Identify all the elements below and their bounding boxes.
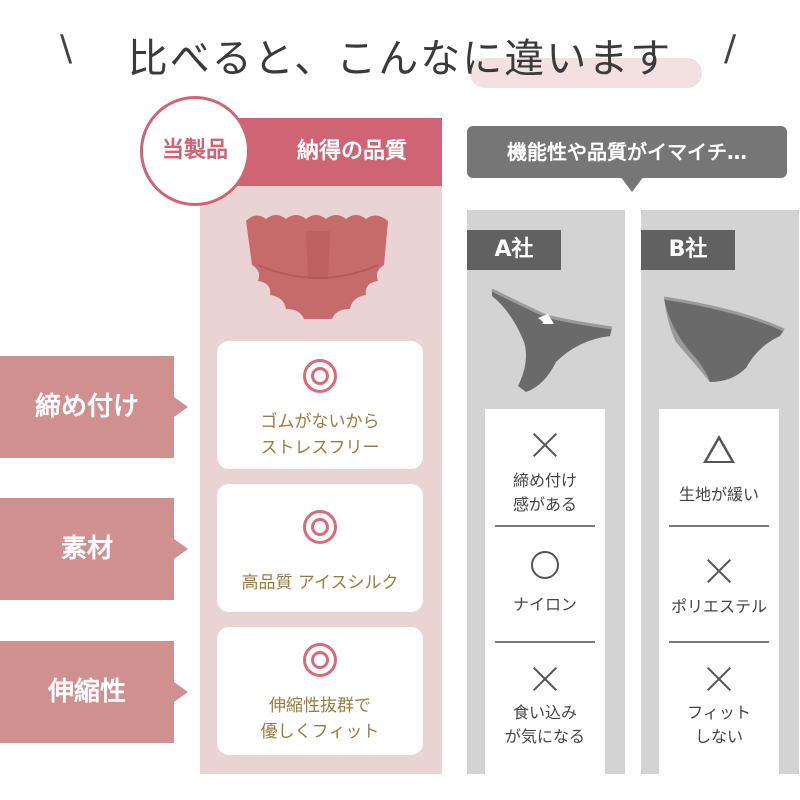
divider (669, 641, 769, 643)
cross-icon (705, 665, 733, 693)
company-a-item-line2: が気になる (504, 727, 585, 746)
circle-icon (531, 551, 559, 579)
cross-icon (531, 665, 559, 693)
feature-text-line1: 伸縮性抜群で (269, 696, 371, 716)
competitor-banner: 機能性や品質がイマイチ… (467, 126, 787, 178)
cross-icon (531, 431, 559, 459)
row-label-material: 素材 (0, 498, 174, 600)
row-label-arrow (174, 682, 188, 702)
feature-text-line2: ストレスフリー (260, 438, 380, 458)
double-circle-icon (303, 510, 337, 544)
company-b-item-line1: 生地が緩い (678, 485, 759, 504)
cross-icon (705, 557, 733, 585)
triangle-icon (703, 435, 735, 463)
company-a-image (491, 288, 613, 392)
feature-card-material: 高品質 アイスシルク (217, 484, 423, 612)
feature-card-fit: ゴムがないから ストレスフリー (217, 341, 423, 469)
company-a-item-line1: ナイロン (512, 595, 577, 614)
company-a-card: 締め付け 感がある ナイロン 食い込み が気になる (485, 409, 605, 774)
headline-highlight (470, 58, 702, 88)
feature-text-line2: 優しくフィット (260, 722, 380, 742)
our-product-image (246, 215, 388, 319)
company-b-item-line1: ポリエステル (670, 597, 767, 616)
our-product-header-label: 納得の品質 (296, 139, 407, 164)
row-label-arrow (174, 397, 188, 417)
feature-card-stretch: 伸縮性抜群で 優しくフィット (217, 627, 423, 755)
divider (495, 525, 595, 527)
divider (669, 525, 769, 527)
company-a-item-line2: 感がある (512, 495, 577, 514)
double-circle-icon (303, 359, 337, 393)
double-circle-icon (303, 643, 337, 677)
company-b-item-line2: しない (694, 727, 743, 746)
row-label-stretch: 伸縮性 (0, 641, 174, 743)
company-b-image (663, 296, 785, 382)
company-a-tab: A社 (467, 230, 561, 270)
row-label-tightness: 締め付け (0, 356, 174, 458)
feature-text-line1: ゴムがないから (260, 412, 380, 432)
headline-slash-left: \ (60, 28, 73, 69)
our-product-badge-label: 当製品 (161, 138, 228, 163)
company-b-tab: B社 (641, 230, 735, 270)
our-product-badge (140, 96, 250, 206)
divider (495, 641, 595, 643)
competitor-banner-pointer (620, 176, 644, 192)
company-b-item-line1: フィット (687, 703, 751, 722)
headline-slash-right: / (724, 28, 737, 69)
company-a-item-line1: 食い込み (512, 703, 577, 722)
feature-text-line1: 高品質 アイスシルク (241, 573, 399, 593)
company-b-card: 生地が緩い ポリエステル フィット しない (659, 409, 779, 774)
company-a-item-line1: 締め付け (512, 471, 577, 490)
row-label-arrow (174, 539, 188, 559)
headline: 比べると、こんなに違います (127, 36, 673, 82)
